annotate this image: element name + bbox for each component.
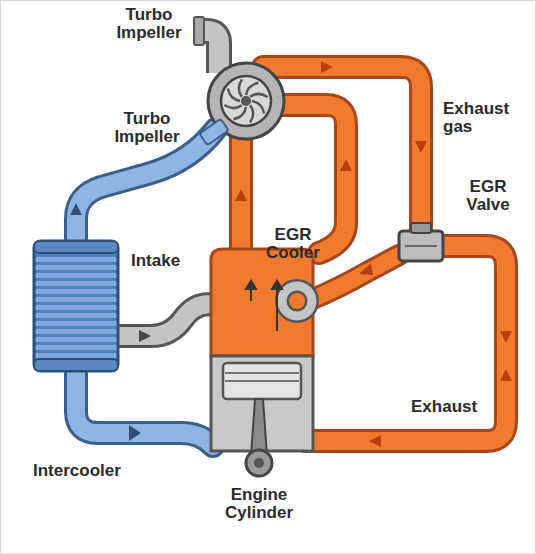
flow-arrows-part [500,331,512,343]
engine-block-part [225,372,299,374]
engine-block [211,249,313,476]
part-label: Engine Cylinder [203,485,315,524]
blue-pipes-part [76,369,213,446]
turbocharger-part [221,76,271,126]
part-label: Turbo Impeller [101,5,197,44]
orange-pipes-part [306,246,506,441]
turbocharger-part [224,79,267,122]
flow-arrows-part [321,61,333,73]
engine-block-part [246,450,272,476]
turbocharger-part [241,96,251,106]
turbocharger-part-part [239,79,242,96]
flow-arrows-part [369,435,381,447]
egr-cooler-part [282,286,312,316]
engine-block-part [225,380,299,382]
flow-arrows-part [359,263,373,275]
orange-pipes-part [306,246,506,441]
engine-block-part [251,399,267,456]
intake-pipe-part [116,304,215,336]
turbocharger-part-part [250,105,253,122]
orange-pipes-part [232,137,250,256]
egr-cooler [282,286,312,316]
turbocharger-part [194,17,204,45]
engine-block-part [223,363,301,399]
part-label: Exhaust [409,397,493,417]
intercooler-part [34,241,118,371]
turbocharger-part [199,119,228,145]
part-label: EGR Valve [453,177,523,216]
flow-arrows-part [340,159,352,171]
intake-pipe-part [116,304,215,336]
egr-valve-part [405,245,437,247]
flow-up-arrows-part [246,281,256,289]
egr-valve-part [399,231,443,261]
part-label: Intercooler [31,461,141,481]
flow-arrows-part [500,369,512,381]
orange-pipes-part [229,137,253,256]
flow-arrows-part [235,189,247,201]
blue-pipes-part [76,369,213,446]
blue-flow-arrows [70,203,151,441]
flow-up-arrows-part [276,287,278,331]
flow-arrows-part [415,141,427,153]
part-label: Exhaust gas [441,99,527,138]
egr-valve [399,223,443,261]
intake-pipe [116,304,215,336]
part-label: Intake [129,251,191,271]
turbocharger-part-part [224,105,241,108]
engine-block-part [254,458,264,468]
intercooler-part [34,241,118,253]
blue-flow-arrows-part [139,330,151,342]
blue-flow-arrows-part [129,425,141,441]
egr-valve-part [411,223,431,233]
intercooler-part [34,359,118,371]
intercooler [34,241,118,371]
blue-flow-arrows-part [70,203,82,215]
turbocharger-part-part [250,94,267,97]
flow-up-arrows-part [272,281,282,289]
turbocharger [194,17,284,145]
egr-cooler-part [282,286,312,316]
part-label: Turbo Impeller [99,109,195,148]
engine-block-part [211,249,313,356]
flow-up-arrows [246,281,282,331]
part-label: EGR Cooler [259,225,327,264]
